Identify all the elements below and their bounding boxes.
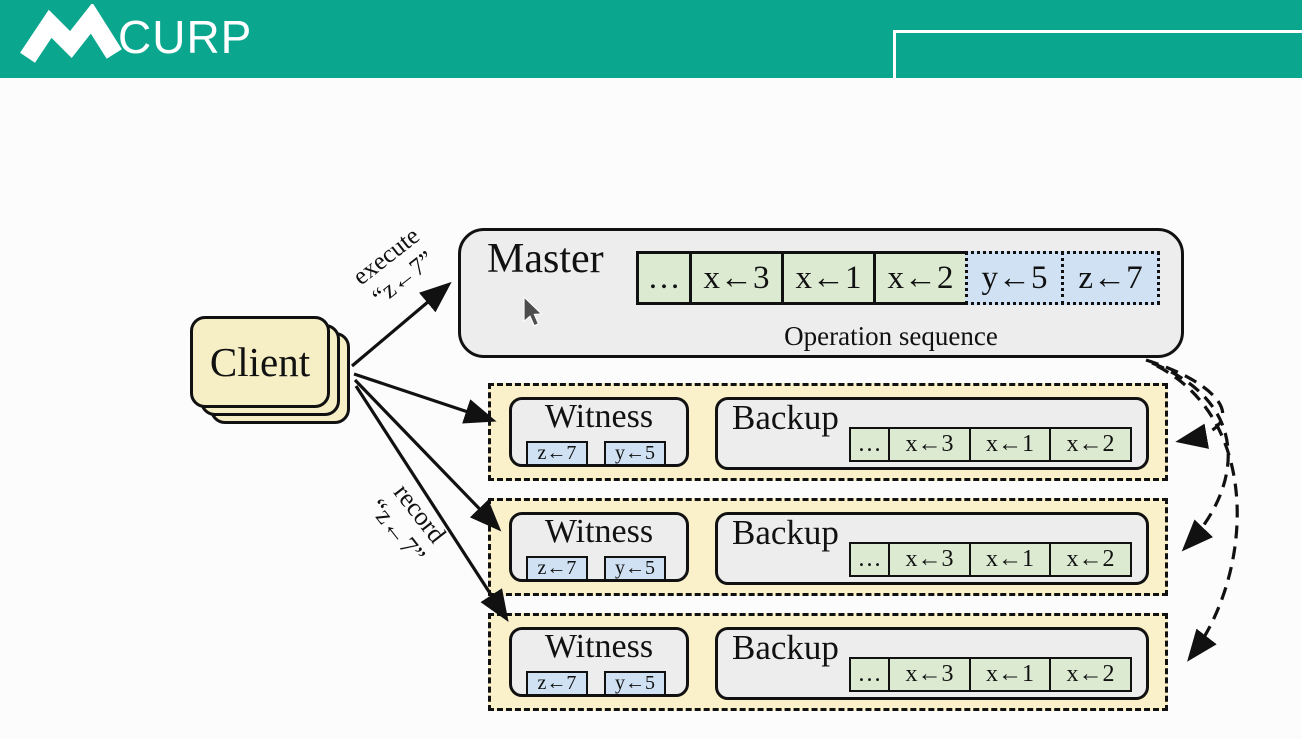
backup-box: Backup … x←3 x←1 x←2 (715, 627, 1149, 700)
log-cell-ellipsis: … (848, 427, 891, 462)
log-cell: x←3 (888, 542, 971, 577)
master-label: Master (487, 236, 604, 282)
master-box: Master … x←3 x←1 x←2 y←5 z←7 Operation s… (458, 228, 1184, 358)
backup-label: Backup (732, 513, 839, 552)
execute-arrow-label: execute “z←7” (325, 205, 464, 331)
witness-cell: z←7 (526, 441, 588, 466)
backup-box: Backup … x←3 x←1 x←2 (715, 512, 1149, 585)
client-label: Client (209, 339, 311, 385)
backup-label: Backup (732, 628, 839, 667)
log-cell: x←3 (888, 657, 971, 692)
witness-cell: z←7 (526, 671, 588, 696)
op-cell: x←1 (781, 251, 876, 305)
speculative-op-cell: z←7 (1061, 251, 1160, 305)
replica-row: Witness z←7 y←5 Backup … x←3 x←1 x←2 (488, 613, 1168, 711)
witness-label: Witness (544, 513, 654, 550)
replica-row: Witness z←7 y←5 Backup … x←3 x←1 x←2 (488, 383, 1168, 481)
operation-sequence: … x←3 x←1 x←2 y←5 z←7 (636, 251, 1160, 305)
backup-log: … x←3 x←1 x←2 (848, 542, 1132, 577)
backup-label: Backup (732, 398, 839, 437)
log-cell: x←1 (968, 427, 1052, 462)
mountain-logo-icon (20, 4, 122, 63)
header-bar: CURP (0, 0, 1302, 78)
log-cell: x←2 (1049, 657, 1132, 692)
witness-box: Witness z←7 y←5 (509, 397, 689, 467)
log-cell: x←2 (1049, 427, 1132, 462)
witness-cell: z←7 (526, 556, 588, 581)
header-outline-box (893, 30, 1302, 78)
op-cell-ellipsis: … (636, 251, 692, 305)
witness-records: z←7 y←5 (526, 671, 666, 696)
log-cell: x←1 (968, 542, 1052, 577)
speculative-op-cell: y←5 (965, 251, 1064, 305)
witness-records: z←7 y←5 (526, 556, 666, 581)
sync-arrow-3 (1156, 364, 1239, 662)
witness-cell: y←5 (604, 441, 666, 466)
backup-log: … x←3 x←1 x←2 (848, 657, 1132, 692)
witness-cell: y←5 (604, 556, 666, 581)
backup-box: Backup … x←3 x←1 x←2 (715, 397, 1149, 470)
client-box: Client (190, 316, 330, 408)
witness-records: z←7 y←5 (526, 441, 666, 466)
witness-label: Witness (544, 628, 654, 665)
log-cell: x←1 (968, 657, 1052, 692)
record-arrow-1 (353, 372, 497, 424)
backup-log: … x←3 x←1 x←2 (848, 427, 1132, 462)
log-cell-ellipsis: … (848, 542, 891, 577)
record-arrow-label: record “z←7” (347, 456, 468, 589)
witness-box: Witness z←7 y←5 (509, 512, 689, 582)
op-cell: x←2 (873, 251, 968, 305)
operation-sequence-caption: Operation sequence (784, 321, 998, 351)
witness-label: Witness (544, 398, 654, 435)
witness-cell: y←5 (604, 671, 666, 696)
witness-box: Witness z←7 y←5 (509, 627, 689, 697)
replica-row: Witness z←7 y←5 Backup … x←3 x←1 x←2 (488, 498, 1168, 596)
log-cell: x←2 (1049, 542, 1132, 577)
log-cell-ellipsis: … (848, 657, 891, 692)
app-title: CURP (118, 11, 253, 63)
log-cell: x←3 (888, 427, 971, 462)
op-cell: x←3 (689, 251, 784, 305)
